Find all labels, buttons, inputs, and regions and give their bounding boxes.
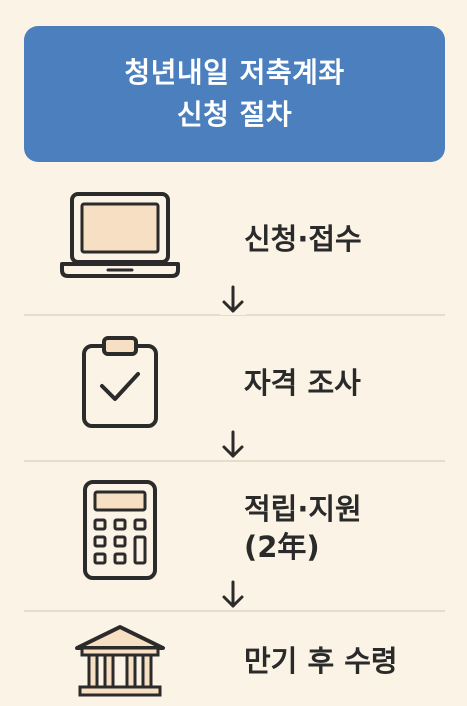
title-banner: 청년내일 저축계좌 신청 절차 — [24, 26, 445, 162]
divider — [24, 610, 445, 612]
step-application: 신청·접수 — [0, 190, 467, 290]
arrow-down-icon — [220, 285, 246, 315]
step-label-period: (2年) — [244, 530, 320, 564]
step-maturity-payout: 만기 후 수령 — [0, 622, 467, 706]
step-label: 자격 조사 — [244, 366, 361, 400]
step-savings-support: 적립·지원 (2年) — [0, 476, 467, 586]
title-line-1: 청년내일 저축계좌 — [124, 56, 345, 89]
clipboard-check-icon — [50, 336, 190, 430]
step-label-main: 적립·지원 — [244, 492, 362, 526]
divider — [24, 460, 445, 462]
step-label: 적립·지원 (2年) — [244, 490, 362, 566]
step-label: 만기 후 수령 — [244, 644, 398, 678]
laptop-icon — [50, 190, 190, 282]
step-label: 신청·접수 — [244, 222, 362, 256]
arrow-down-icon — [220, 430, 246, 460]
arrow-down-icon — [220, 580, 246, 610]
step-eligibility: 자격 조사 — [0, 336, 467, 436]
bank-icon — [50, 624, 190, 702]
title-line-2: 신청 절차 — [176, 98, 293, 131]
calculator-icon — [50, 478, 190, 582]
divider — [24, 314, 445, 316]
